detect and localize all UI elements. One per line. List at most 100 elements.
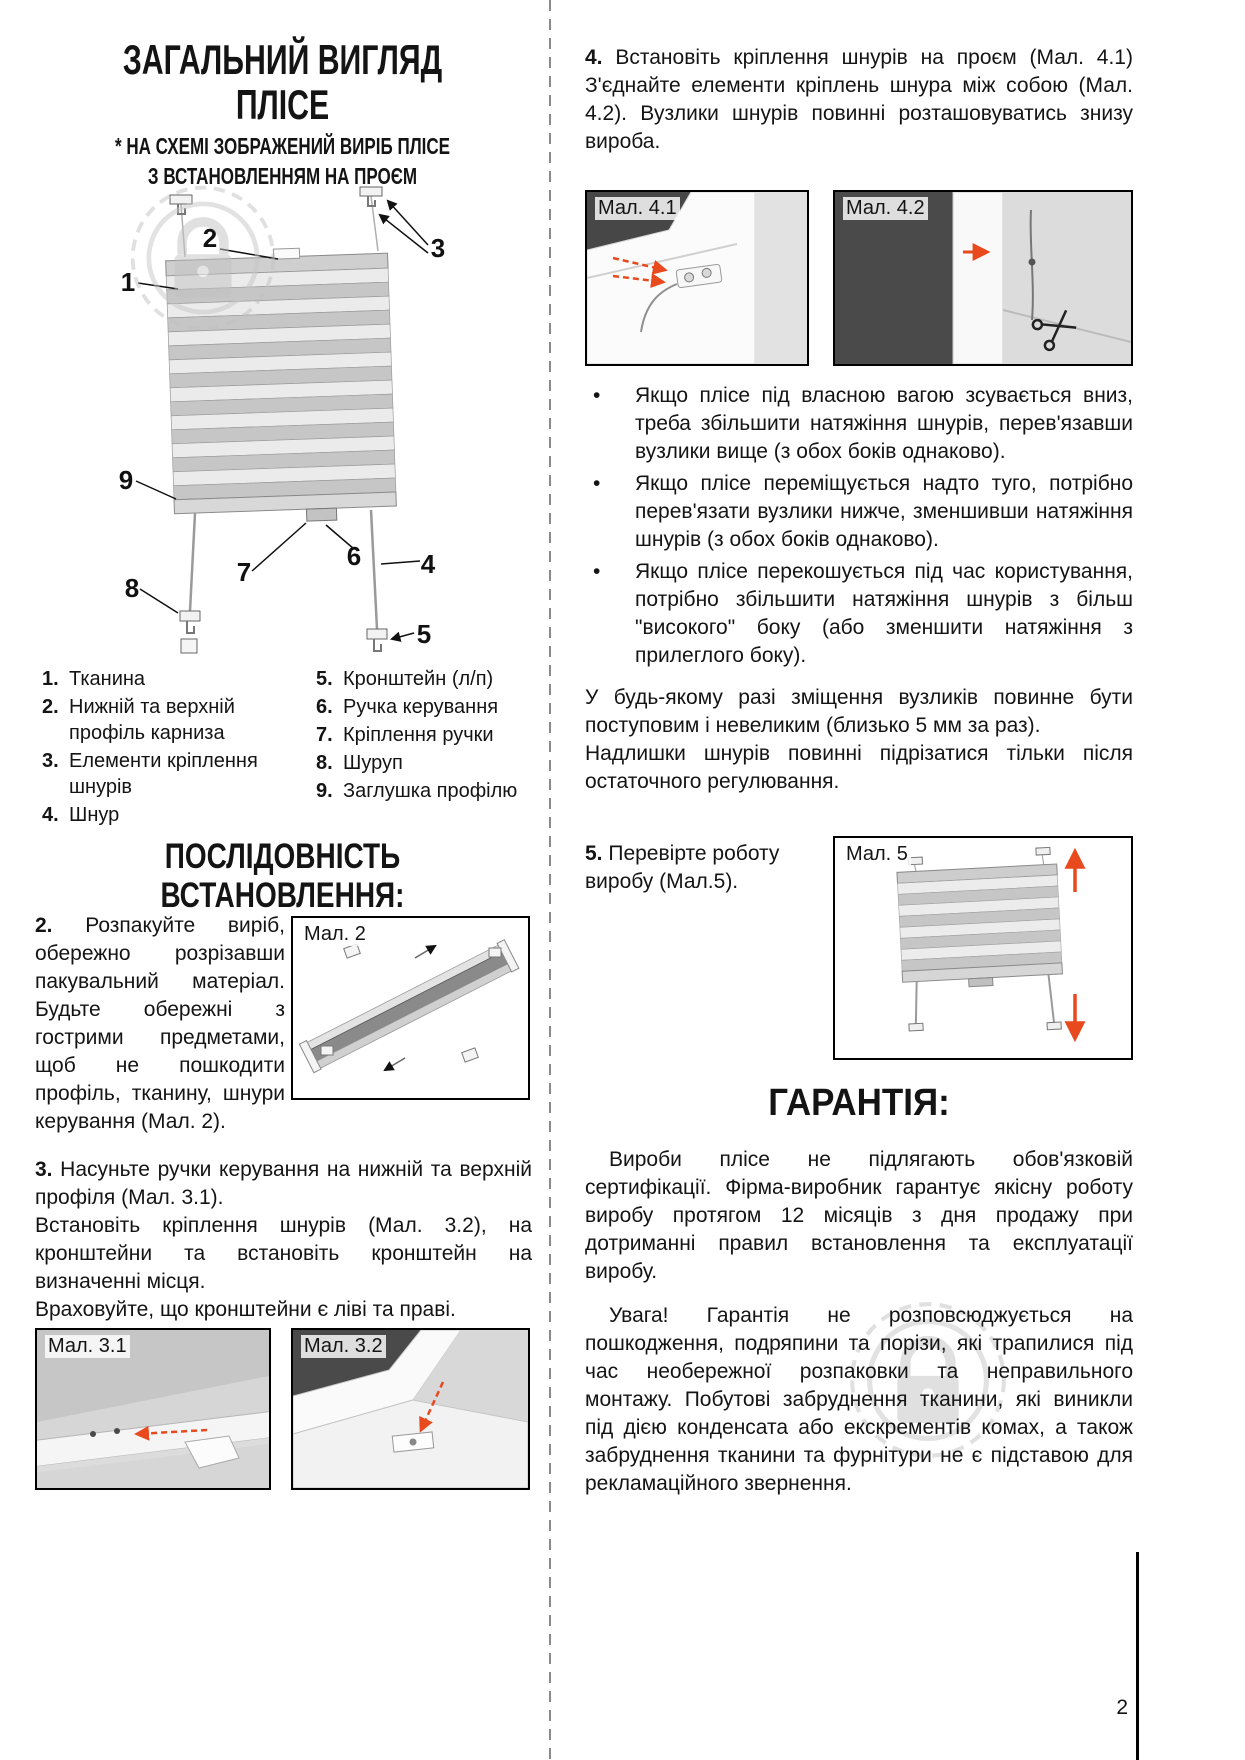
red-dashed-arrows (612, 256, 668, 289)
legend-text: Кронштейн (л/п) (343, 668, 494, 690)
blind-body (165, 247, 397, 522)
page-subtitle-line1: * НА СХЕМІ ЗОБРАЖЕНИЙ ВИРІБ ПЛІСЕ (114, 133, 451, 159)
mini-pleats (897, 874, 1063, 972)
frame-side (755, 192, 807, 364)
step-5-text: Перевірте роботу виробу (Мал.5). (585, 842, 780, 893)
bottom-left-bracket (179, 610, 201, 654)
left-cord (188, 512, 197, 612)
mounting-bracket (391, 1431, 435, 1453)
callout-7: 7 (237, 557, 251, 587)
cord (640, 283, 678, 333)
figure-3-1-label: Мал. 3.1 (45, 1335, 130, 1358)
legend-item-2: 2. Нижній та верхній профіль карниза (42, 694, 294, 746)
figure-4-1: Мал. 4.1 (585, 190, 809, 366)
callout-6: 6 (347, 541, 361, 571)
legend-text: Елементи кріплення шнурів (69, 750, 258, 798)
legend-item-1: 1. Тканина (42, 666, 294, 692)
callout-2: 2 (203, 223, 217, 253)
red-dashed-arrow (419, 1381, 445, 1433)
legend-num: 1. (42, 668, 59, 690)
step-2-number: 2. (35, 914, 53, 937)
step-4-number: 4. (585, 46, 603, 69)
adjustment-notes: • Якщо плісе під власною вагою зсуваєтьс… (585, 382, 1133, 796)
cord-knot (1028, 258, 1036, 266)
top-right-cord-bracket (359, 186, 383, 207)
callout-4: 4 (421, 549, 436, 579)
page-edge-bar (1136, 1552, 1139, 1760)
bullet-marker: • (593, 560, 601, 583)
legend-text: Нижній та верхній профіль карниза (69, 696, 235, 744)
legend-text: Заглушка профілю (343, 780, 518, 802)
figure-4-2: Мал. 4.2 (833, 190, 1133, 366)
warranty-paragraph-1: Вироби плісе не підлягають обов'язковій … (585, 1148, 1133, 1283)
page-title-line1: ЗАГАЛЬНИЙ ВИГЛЯД (122, 36, 443, 83)
legend-item-9: 9. Заглушка профілю (316, 778, 530, 804)
column-divider (549, 0, 551, 1760)
figure-4-2-label: Мал. 4.2 (843, 197, 928, 220)
figure-5-drawing (896, 846, 1086, 1043)
warranty-title: ГАРАНТІЯ: (768, 1082, 950, 1124)
figure-5-label: Мал. 5 (843, 843, 911, 866)
bullet-marker: • (593, 384, 601, 407)
mini-blind (896, 846, 1063, 1032)
step-3-line2: Встановіть кріплення шнурів (Мал. 3.2), … (35, 1214, 532, 1293)
page-title-line2: ПЛІСЕ (235, 80, 330, 128)
page-subtitle: * НА СХЕМІ ЗОБРАЖЕНИЙ ВИРІБ ПЛІСЕ З ВСТА… (99, 132, 465, 192)
step-4-text: Встановіть кріплення шнурів на проєм (Ма… (585, 46, 1133, 153)
adjustment-paragraph-1: У будь-якому разі зміщення вузликів пови… (585, 686, 1133, 737)
legend-item-7: 7. Кріплення ручки (316, 722, 530, 748)
legend-text: Кріплення ручки (343, 724, 494, 746)
figure-3-2: Мал. 3.2 (291, 1328, 530, 1490)
legend-text: Шуруп (343, 752, 403, 774)
step-3-number: 3. (35, 1158, 53, 1181)
direction-arrows (383, 944, 437, 1072)
handle-closeup (184, 1435, 240, 1469)
frame-side (1003, 192, 1131, 364)
figure-3-2-drawing (293, 1330, 528, 1488)
warranty-paragraph-2: Увага! Гарантія не розповсюджується на п… (585, 1304, 1133, 1495)
top-handle-clip (272, 247, 301, 260)
figure-3-1-drawing (37, 1330, 269, 1488)
legend-num: 8. (316, 752, 333, 774)
legend-text: Шнур (69, 804, 120, 826)
figure-3-2-label: Мал. 3.2 (301, 1335, 386, 1358)
legend-num: 6. (316, 696, 333, 718)
frame-side (413, 1330, 528, 1422)
pleated-blind-diagram-svg: 1 2 3 4 5 6 7 8 9 (119, 186, 445, 654)
window-frame (293, 1330, 462, 1435)
figure-5: Мал. 5 (833, 836, 1133, 1060)
callout-1: 1 (121, 267, 135, 297)
right-cord (369, 509, 379, 630)
step-2-paragraph: 2. Розпакуйте виріб, обережно розрізавши… (35, 912, 285, 1136)
figure-2-label: Мал. 2 (301, 923, 369, 946)
figure-3-1: Мал. 3.1 (35, 1328, 271, 1490)
installation-sequence-title: ПОСЛІДОВНІСТЬ ВСТАНОВЛЕННЯ: (160, 837, 405, 915)
figure-4-2-drawing (835, 192, 1131, 364)
pleated-blind-diagram: 1 2 3 4 5 6 7 8 9 (40, 183, 540, 661)
step-3-paragraph: 3. Насуньте ручки керування на нижній та… (35, 1156, 532, 1324)
step-3-text1: Насуньте ручки керування на нижній та ве… (35, 1158, 532, 1209)
legend-num: 2. (42, 696, 59, 718)
bottom-right-bracket (366, 628, 388, 652)
figure-2: Мал. 2 (291, 916, 530, 1100)
page-title: ЗАГАЛЬНИЙ ВИГЛЯД ПЛІСЕ (104, 36, 460, 128)
step-2-text: Розпакуйте виріб, обережно розрізавши па… (35, 914, 285, 1133)
legend-item-6: 6. Ручка керування (316, 694, 530, 720)
step-5-paragraph: 5. Перевірте роботу виробу (Мал.5). (585, 840, 825, 896)
scissors-icon (1031, 309, 1077, 352)
pleated-fabric (165, 267, 397, 501)
bottom-profile (173, 491, 397, 515)
bullet-marker: • (593, 472, 601, 495)
figure-2-drawing (298, 939, 520, 1074)
legend-item-8: 8. Шуруп (316, 750, 530, 776)
window-glass (835, 192, 953, 364)
step-5-number: 5. (585, 842, 603, 865)
legend-num: 7. (316, 724, 333, 746)
bullet-item-2: • Якщо плісе переміщується надто туго, п… (585, 470, 1133, 554)
red-dashed-arrow (134, 1425, 208, 1441)
bullet-text: Якщо плісе перекошується під час користу… (635, 560, 1133, 667)
bullet-item-1: • Якщо плісе під власною вагою зсуваєтьс… (585, 382, 1133, 466)
window-frame (587, 192, 756, 364)
legend-text: Тканина (69, 668, 146, 690)
